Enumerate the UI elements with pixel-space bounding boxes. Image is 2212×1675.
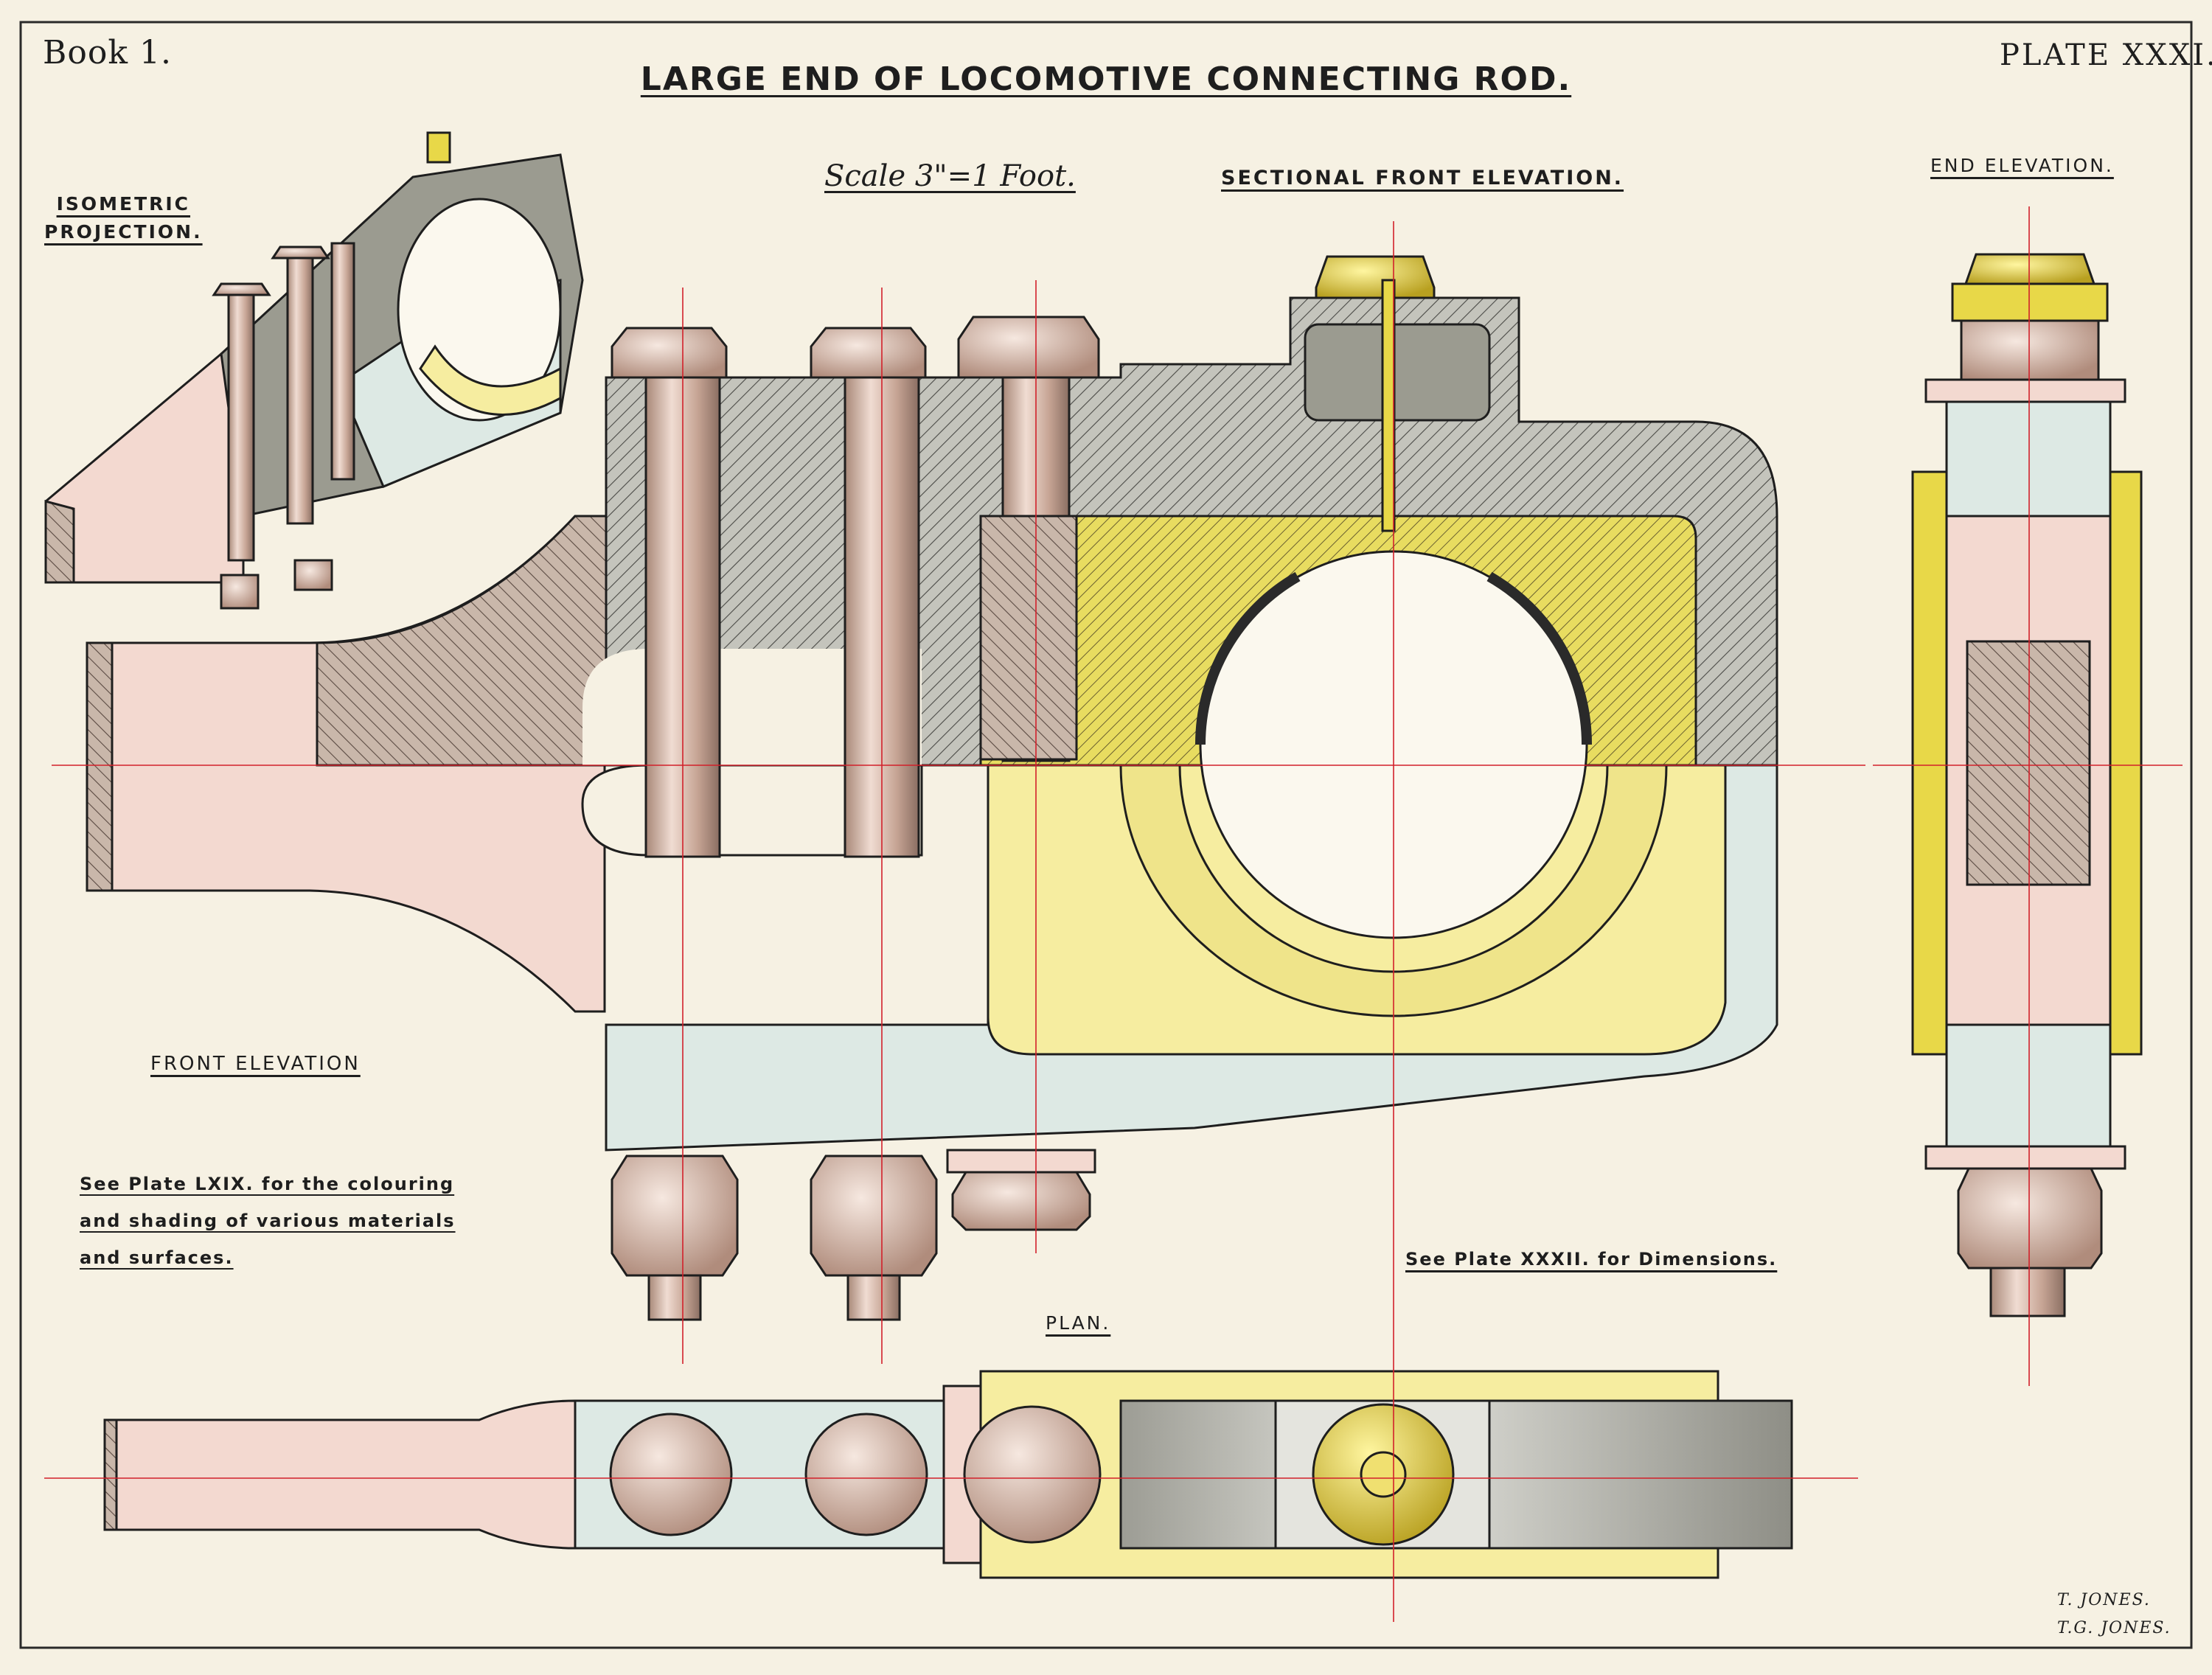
plan-label: PLAN. (1046, 1312, 1111, 1334)
end-elevation-drawing (1911, 253, 2143, 1317)
colouring-note-line2: and shading of various materials (80, 1211, 456, 1231)
book-number: Book 1. (43, 34, 172, 72)
signature-2: T.G. JONES. (2057, 1619, 2171, 1637)
colouring-note-line3: and surfaces. (80, 1247, 234, 1268)
signature-1: T. JONES. (2057, 1591, 2151, 1609)
plan-drawing (103, 1370, 1793, 1579)
isometric-projection-label: ISOMETRIC PROJECTION. (44, 190, 203, 246)
front-elevation-drawing (86, 255, 1778, 1321)
front-elevation-label: FRONT ELEVATION (150, 1053, 361, 1075)
plate-title: LARGE END OF LOCOMOTIVE CONNECTING ROD. (640, 60, 1572, 98)
signatures: T. JONES. T.G. JONES. (2057, 1587, 2171, 1643)
plate-number: PLATE XXXI. (2000, 38, 2212, 72)
scale-label: Scale 3"=1 Foot. (824, 159, 1076, 193)
isometric-label-line1: ISOMETRIC (56, 193, 191, 215)
plate-border (19, 21, 2193, 1649)
end-elevation-label: END ELEVATION. (1930, 155, 2114, 176)
dimensions-note: See Plate XXXII. for Dimensions. (1405, 1249, 1778, 1270)
colouring-note-line1: See Plate LXIX. for the colouring (80, 1174, 455, 1194)
isometric-projection-drawing (44, 131, 584, 610)
isometric-label-line2: PROJECTION. (44, 221, 203, 243)
centre-lines (44, 206, 2183, 1622)
colouring-note: See Plate LXIX. for the colouring and sh… (80, 1174, 456, 1284)
sectional-front-elevation-label: SECTIONAL FRONT ELEVATION. (1221, 167, 1624, 189)
